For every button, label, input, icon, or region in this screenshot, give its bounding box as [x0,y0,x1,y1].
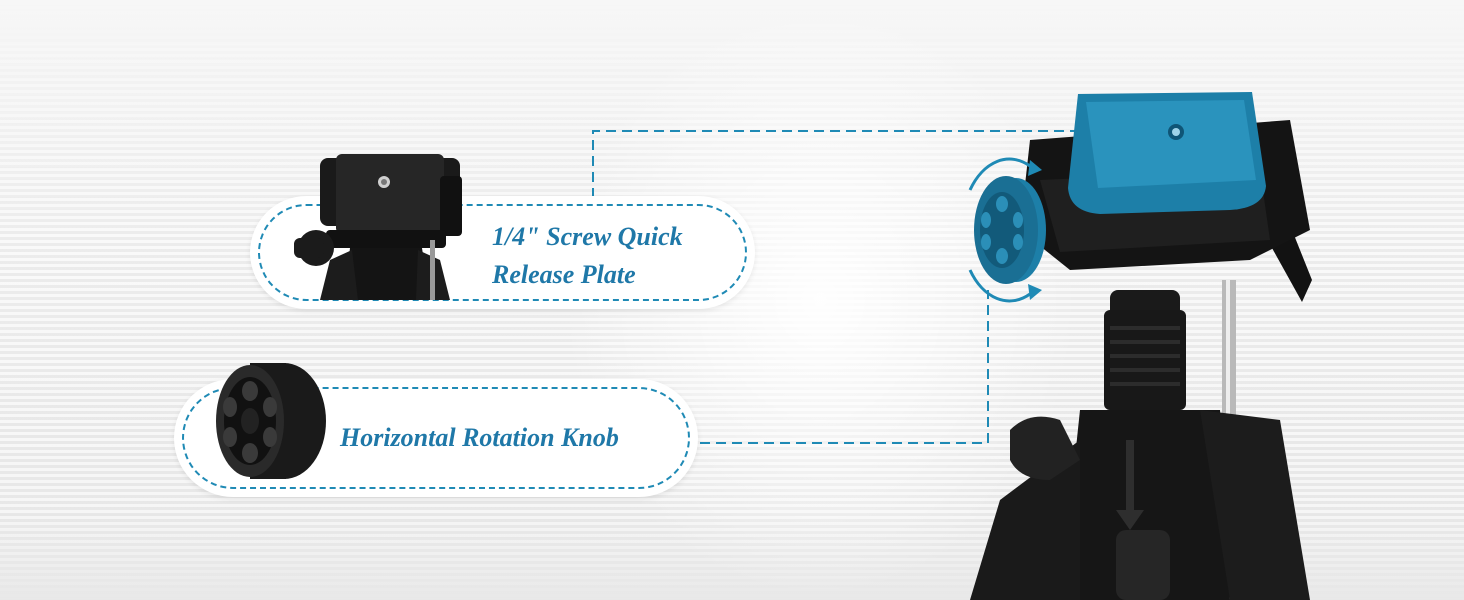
callout-dashed-border [258,204,747,301]
plate-connector-line [592,130,1178,198]
rotation-knob-thumbnail [216,363,326,479]
horizontal-rotation-knob-label: Horizontal Rotation Knob [340,423,619,452]
callout-dashed-border [182,387,690,489]
quick-release-plate-label: 1/4" Screw Quick Release Plate [492,218,752,294]
label-line-2: Release Plate [492,260,636,289]
quick-release-plate-thumbnail [294,154,462,300]
rotation-arrows-icon [968,157,1031,303]
label-line-1: 1/4" Screw Quick [492,222,683,251]
tripod-head-product-image [968,92,1312,600]
knob-connector-line [700,290,989,444]
